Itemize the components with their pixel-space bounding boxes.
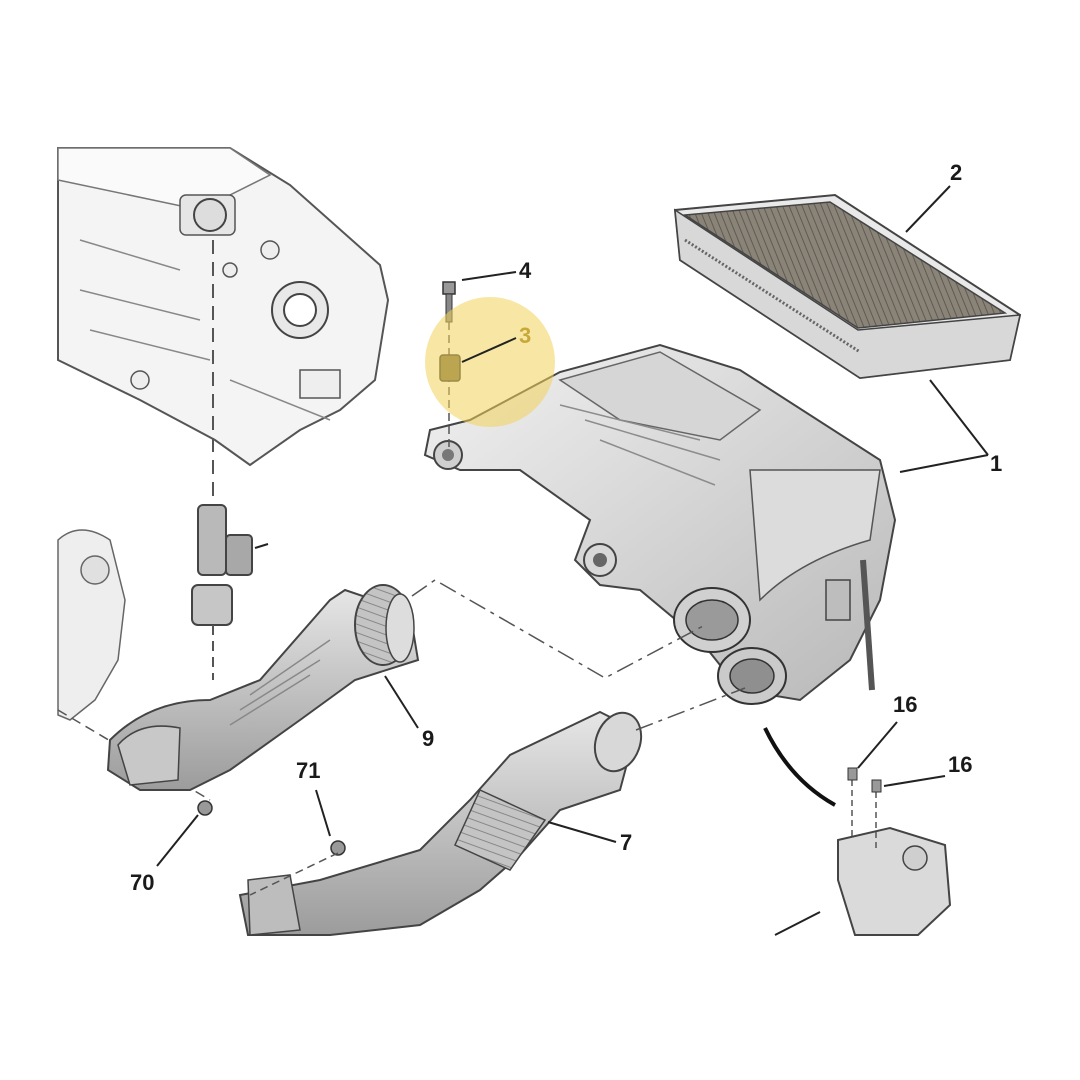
callout-3: 3 [519, 323, 532, 348]
callout-9: 9 [422, 726, 435, 751]
assembly-lines [411, 579, 746, 731]
callout-16-lower: 16 [948, 752, 973, 777]
callout-1: 1 [990, 451, 1003, 476]
sensor-assembly-illustration [191, 240, 269, 680]
callout-70: 70 [130, 870, 155, 895]
callout-71: 71 [296, 758, 321, 783]
highlight-marker [425, 297, 555, 427]
callout-16-upper: 16 [893, 692, 918, 717]
intake-hose-7-illustration [238, 710, 643, 936]
bracket-illustration [763, 727, 952, 936]
callout-4: 4 [519, 258, 532, 283]
intake-duct-9-illustration [106, 584, 420, 791]
leader-lines [156, 185, 989, 936]
air-filter-illustration [673, 193, 1022, 380]
engine-block-illustration [57, 147, 390, 467]
callout-2: 2 [950, 160, 963, 185]
air-box-illustration [423, 343, 897, 705]
bolts-illustration [197, 800, 346, 896]
turbo-housing-illustration [57, 529, 211, 801]
callout-7: 7 [620, 830, 633, 855]
